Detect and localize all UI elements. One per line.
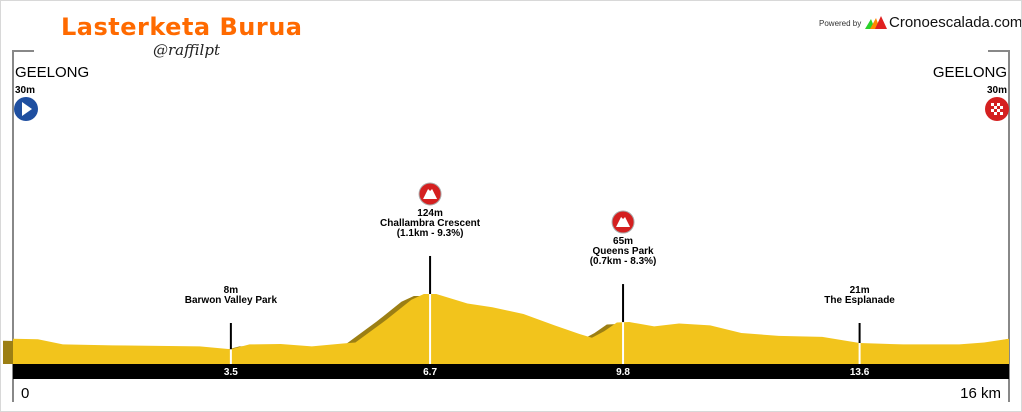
marker-name: The Esplanade	[824, 295, 895, 306]
marker-name: Barwon Valley Park	[185, 295, 278, 306]
checker-square	[997, 109, 1000, 112]
race-title: Lasterketa Burua	[61, 13, 303, 41]
distance-bar	[13, 364, 1009, 379]
brand-link[interactable]: Cronoescalada.com	[865, 14, 1022, 31]
km-tick-label: 9.8	[616, 367, 630, 378]
checker-square	[1000, 106, 1003, 109]
km-tick-label: 13.6	[850, 367, 870, 378]
checker-square	[997, 103, 1000, 106]
checker-square	[994, 112, 997, 115]
checker-square	[1000, 112, 1003, 115]
climb-mountain-glyph	[423, 188, 438, 199]
author-handle: @raffilpt	[153, 41, 220, 59]
start-town: GEELONG	[15, 64, 90, 81]
checker-square	[994, 106, 997, 109]
start-altitude: 30m	[15, 85, 36, 96]
marker-detail: (1.1km - 9.3%)	[397, 228, 464, 239]
axis-end-label: 16 km	[960, 385, 1001, 402]
profile-area	[13, 293, 1009, 364]
km-tick-label: 6.7	[423, 367, 437, 378]
km-tick-label: 3.5	[224, 367, 238, 378]
marker-alt: 8m	[224, 285, 239, 296]
right-bracket	[988, 50, 1010, 402]
brand-name: Cronoescalada.com	[889, 14, 1022, 31]
powered-by-label: Powered by	[819, 19, 862, 28]
mountains-logo-icon	[865, 16, 887, 29]
finish-altitude: 30m	[986, 85, 1007, 96]
checker-square	[991, 109, 994, 112]
marker-detail: (0.7km - 8.3%)	[590, 256, 657, 267]
marker-alt: 124m	[417, 208, 443, 219]
marker-name: Queens Park	[592, 246, 654, 257]
start-play-arrow	[22, 102, 32, 116]
marker-alt: 65m	[613, 236, 633, 247]
left-bracket	[12, 50, 34, 402]
finish-town: GEELONG	[932, 64, 1007, 81]
climb-mountain-glyph	[616, 217, 631, 228]
checker-square	[991, 103, 994, 106]
axis-start-label: 0	[21, 385, 30, 402]
marker-name: Challambra Crescent	[380, 218, 481, 229]
marker-alt: 21m	[850, 285, 870, 296]
